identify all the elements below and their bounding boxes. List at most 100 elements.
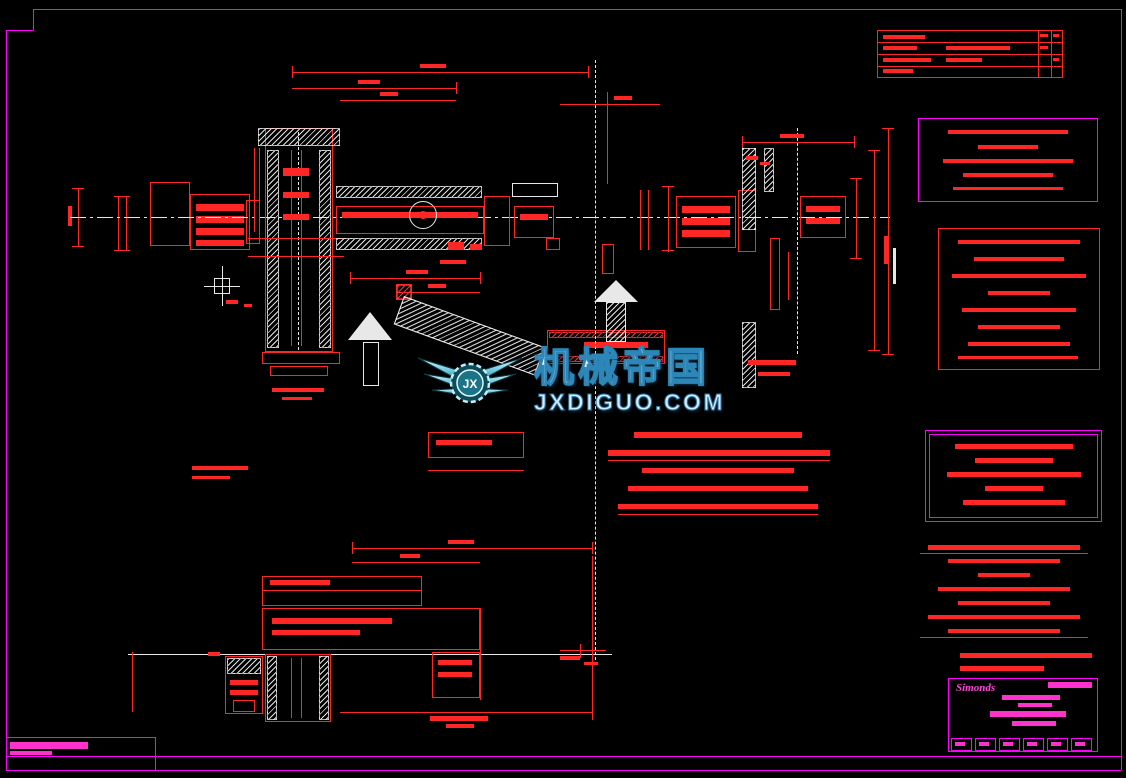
flow-arrow-head [594,280,638,302]
up-arrow-body [363,342,379,386]
title-block-company: Simonds [956,682,996,694]
chute-label-bar [584,342,648,348]
revision-table-row-line [877,54,1063,55]
footer-strip-bar [10,751,52,755]
dimension-tick [114,250,130,251]
title-block-cell [1047,738,1068,751]
connector-line [648,190,649,250]
note-text-bar [953,187,1063,190]
bearing-housing [676,196,736,248]
watermark-brand-en: JXDIGUO.COM [533,389,726,415]
hatch-wall [742,148,756,230]
dim-text-bar [584,662,598,665]
note-underline [608,460,830,461]
table-text-bar [883,46,917,50]
anchor-hatch [227,658,261,674]
dim-text-bar [746,156,758,160]
dimension-line [668,186,669,252]
witness-line [592,556,593,720]
right-view-centerline [797,128,798,354]
dim-text-bar [68,206,72,226]
frame-left-border [6,30,7,770]
column-centerline [298,132,299,350]
note-text-bar [948,130,1068,134]
parts-text-bar [975,458,1053,463]
dimension-line [292,72,588,73]
title-block-bar [990,711,1066,717]
dimension-line [352,548,592,549]
frame-right-border [1121,9,1122,770]
footer-note-bar [960,666,1044,671]
up-arrow-head [348,312,392,340]
spec-text-bar [928,615,1080,619]
dimension-tick [588,66,589,78]
dim-text-bar [748,360,796,365]
dimension-tick [850,258,862,259]
bearing-detail [196,228,244,235]
column-line [248,256,344,257]
note-text-bar [988,291,1050,295]
spec-text-bar [978,573,1030,577]
dimension-tick [292,66,293,78]
dimension-line [888,128,889,354]
dimension-line [118,196,119,250]
title-block-cell-bar [1075,742,1085,746]
label-text-bar [192,466,248,470]
revision-table-row-line [877,66,1063,67]
label-text-bar [282,397,312,400]
foundation-detail [438,672,472,677]
hatch-wall [742,322,756,388]
hatch-wall [764,148,774,192]
note-text-bar [943,159,1073,163]
parts-box-inner [929,434,1098,518]
spec-text-bar [928,545,1080,550]
dimension-tick [662,186,674,187]
table-text-bar [946,58,982,62]
vertical-dim-text [884,236,888,264]
dim-text-bar [406,270,428,274]
main-centerline [70,217,890,218]
table-text-bar [883,58,931,62]
dimension-tick [868,350,880,351]
dimension-tick [72,246,84,247]
spec-underline [920,553,1088,554]
note-text-bar [952,274,1086,278]
title-block-bar [1018,703,1052,707]
parts-box-outer [925,430,1102,522]
table-text-bar [946,46,1010,50]
spec-text-bar [958,601,1050,605]
frame-corner-step [6,30,33,31]
shaft-circle [409,201,437,229]
title-block-cell [975,738,996,751]
base-plate [262,608,480,650]
dim-text-bar [758,372,790,376]
base-plate-line [262,590,422,591]
jxdiguo-logo-icon: JX [417,357,523,404]
column-line [254,148,255,232]
column-detail [283,168,309,176]
dimension-tick [480,272,481,284]
bearing-detail [682,230,730,237]
table-text-bar [1040,34,1048,37]
revision-table-col-line [1051,30,1052,78]
dimension-tick [592,542,593,554]
coupling-part [514,206,554,238]
dimension-line [350,278,480,279]
spec-text-bar [938,587,1070,591]
shaft-detail [602,244,614,274]
dim-text-bar [614,96,632,100]
table-text-bar [1040,46,1048,49]
base-plate-detail [272,618,392,624]
section-line [595,60,596,660]
ground-line [128,654,612,655]
note-text-bar [963,173,1053,177]
footer-strip-top [6,737,155,738]
dimension-line [396,292,480,293]
note-line-bar [618,504,818,509]
bearing-detail [196,204,244,211]
witness-line [132,652,133,712]
dimension-tick [742,136,743,148]
column-base [262,352,340,364]
dim-text-bar [420,64,446,68]
